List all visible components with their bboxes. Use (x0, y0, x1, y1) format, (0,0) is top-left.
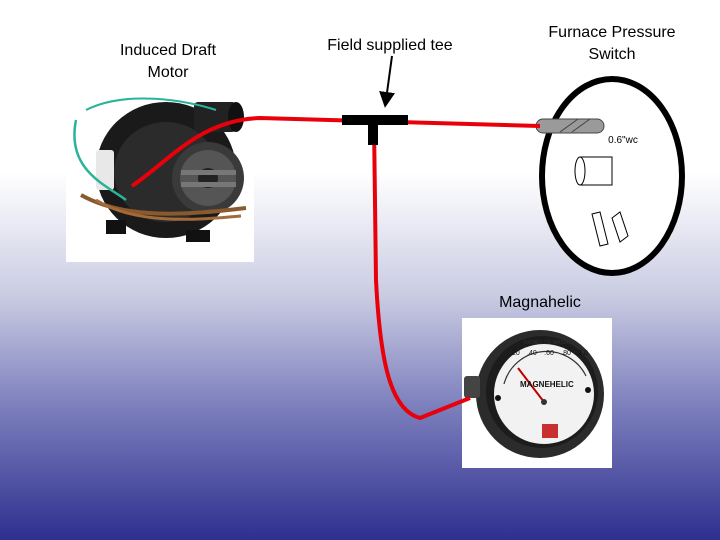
pressure-switch-label: Furnace Pressure Switch (548, 24, 676, 63)
gauge-tick-label: .80 (561, 350, 571, 357)
tee-arrow (379, 55, 396, 108)
magnahelic-gauge-image: INCHES OF WATER .20 .40 .60 .80 1.0 MAGN… (462, 318, 612, 468)
gauge-brand: MAGNEHELIC (520, 380, 574, 389)
tubing-tee-to-magnahelic (372, 123, 471, 421)
gauge-drawing (462, 318, 612, 468)
switch-terminal (591, 211, 609, 247)
induced-draft-motor-image (66, 90, 254, 262)
gauge-tick-label: .20 (510, 350, 520, 357)
gauge-tick-labels: .20 .40 .60 .80 1.0 (510, 350, 588, 357)
motor-drawing (66, 90, 254, 262)
gauge-tick-label: .40 (527, 350, 537, 357)
switch-terminal (611, 211, 629, 243)
tubing-motor-to-switch (130, 115, 541, 188)
gauge-tick-label: .60 (544, 350, 554, 357)
tee-label: Field supplied tee (327, 37, 453, 54)
switch-port (535, 118, 605, 134)
gauge-scale-title: INCHES OF WATER (524, 340, 571, 346)
motor-label: Induced Draft Motor (119, 42, 217, 81)
switch-setting-label: 0.6"wc (608, 135, 638, 146)
gauge-tick-label: 1.0 (578, 350, 588, 357)
magnahelic-label: Magnahelic (499, 294, 581, 311)
